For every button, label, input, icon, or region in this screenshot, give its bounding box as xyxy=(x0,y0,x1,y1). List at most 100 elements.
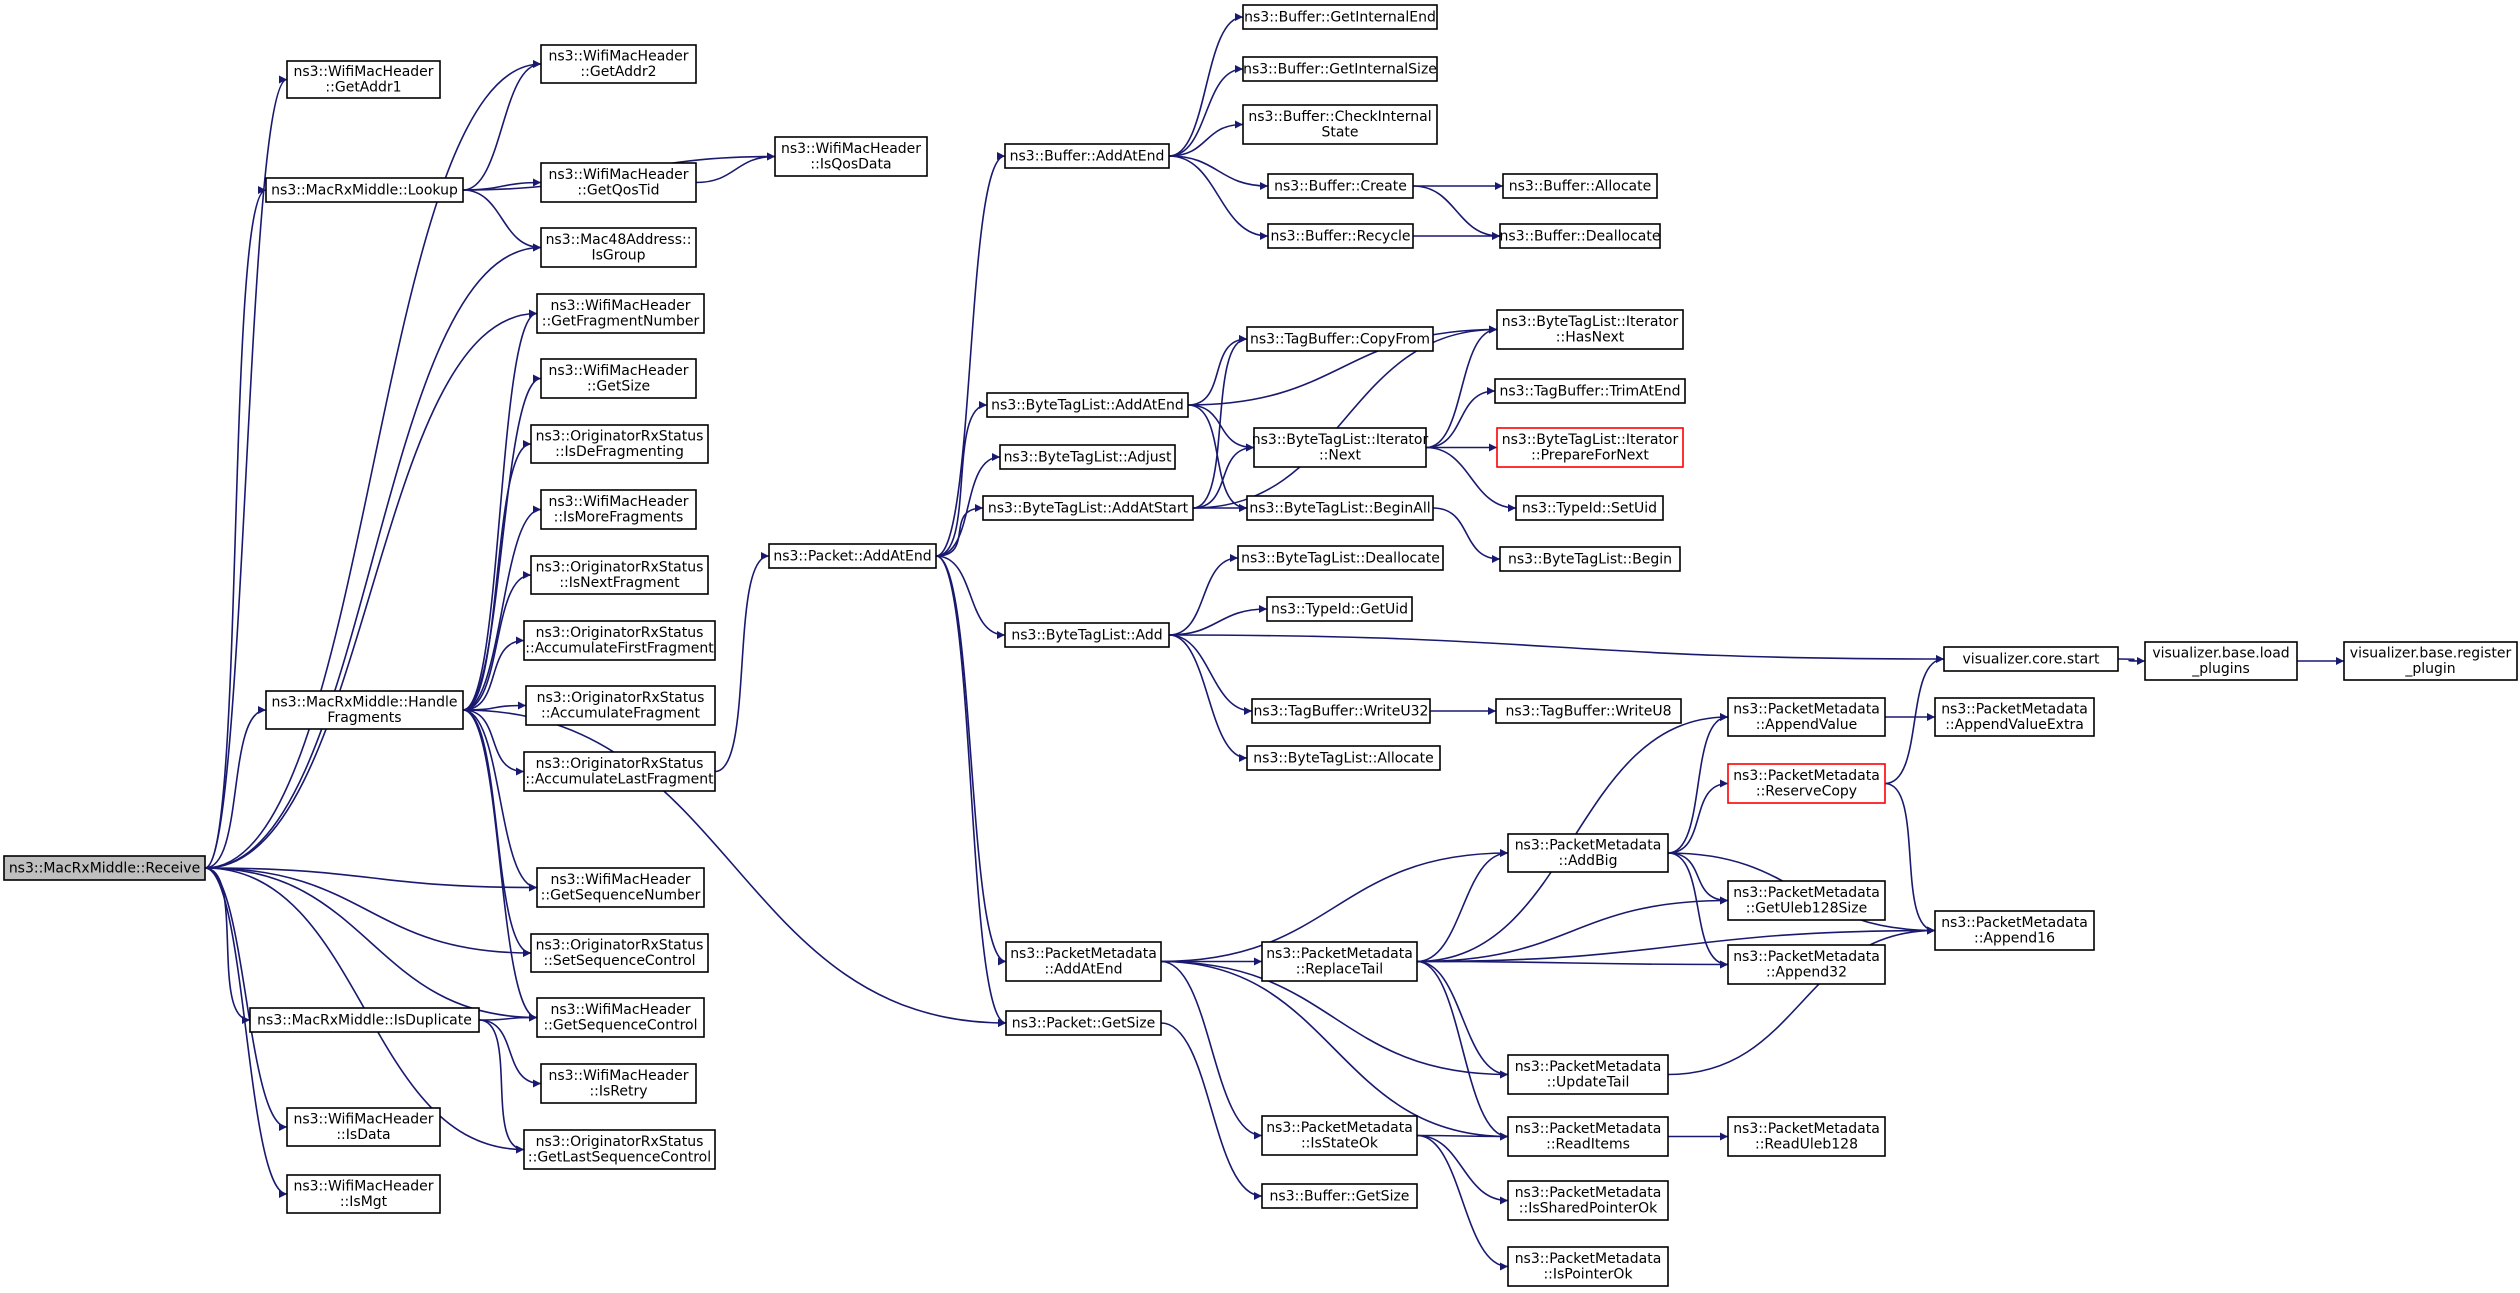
node-btladdatend[interactable]: ns3::ByteTagList::AddAtEnd xyxy=(986,392,1189,418)
node-pmreservecopy[interactable]: ns3::PacketMetadata::ReserveCopy xyxy=(1727,763,1886,804)
node-isqosdata[interactable]: ns3::WifiMacHeader::IsQosData xyxy=(774,136,928,177)
node-box xyxy=(540,489,697,530)
node-pmaddbig[interactable]: ns3::PacketMetadata::AddBig xyxy=(1507,833,1669,873)
node-isdata[interactable]: ns3::WifiMacHeader::IsData xyxy=(286,1107,441,1147)
node-label-line: ns3::OriginatorRxStatus xyxy=(536,560,704,576)
node-tbcopyfrom[interactable]: ns3::TagBuffer::CopyFrom xyxy=(1246,326,1434,352)
node-label-line: ns3::TagBuffer::CopyFrom xyxy=(1250,331,1430,347)
node-pmappend16[interactable]: ns3::PacketMetadata::Append16 xyxy=(1934,910,2095,951)
node-label-line: ::GetAddr1 xyxy=(325,80,401,96)
node-pmreplacetail[interactable]: ns3::PacketMetadata::ReplaceTail xyxy=(1261,941,1418,982)
node-box xyxy=(530,424,709,464)
node-isdefrag[interactable]: ns3::OriginatorRxStatus::IsDeFragmenting xyxy=(530,424,709,464)
node-lookup[interactable]: ns3::MacRxMiddle::Lookup xyxy=(265,177,464,203)
node-pmisstateok[interactable]: ns3::PacketMetadata::IsStateOk xyxy=(1261,1115,1418,1156)
node-box xyxy=(1261,1183,1418,1209)
node-pmappend32[interactable]: ns3::PacketMetadata::Append32 xyxy=(1727,944,1886,985)
node-getaddr1[interactable]: ns3::WifiMacHeader::GetAddr1 xyxy=(286,60,441,99)
node-btladjust[interactable]: ns3::ByteTagList::Adjust xyxy=(999,444,1176,470)
edge-pmaddatend-to-pmisstateok xyxy=(1160,960,1263,1140)
node-vizstart[interactable]: visualizer.core.start xyxy=(1943,646,2119,672)
edge-btladdatend-to-btlithasnext xyxy=(1187,325,1498,406)
edge-pmreplacetail-to-pmreaditems xyxy=(1416,960,1509,1141)
node-vizreg[interactable]: visualizer.base.register_plugin xyxy=(2343,641,2518,681)
node-btladd[interactable]: ns3::ByteTagList::Add xyxy=(1004,622,1170,648)
node-label-line: ns3::PacketMetadata xyxy=(1941,702,2088,718)
node-getqostid[interactable]: ns3::WifiMacHeader::GetQosTid xyxy=(540,162,697,203)
node-getaddr2[interactable]: ns3::WifiMacHeader::GetAddr2 xyxy=(540,44,697,84)
node-pktgetsize[interactable]: ns3::Packet::GetSize xyxy=(1005,1010,1162,1036)
node-label-line: ns3::PacketMetadata xyxy=(1515,1251,1662,1267)
node-bufallocate[interactable]: ns3::Buffer::Allocate xyxy=(1502,173,1658,199)
node-btlitnext[interactable]: ns3::ByteTagList::Iterator::Next xyxy=(1252,427,1429,468)
node-btlbeginall[interactable]: ns3::ByteTagList::BeginAll xyxy=(1246,495,1434,521)
node-isretry[interactable]: ns3::WifiMacHeader::IsRetry xyxy=(540,1063,697,1104)
node-label-line: ::GetFragmentNumber xyxy=(542,314,700,330)
node-box xyxy=(286,1174,441,1214)
node-pmgetuleb[interactable]: ns3::PacketMetadata::GetUleb128Size xyxy=(1727,880,1886,921)
node-setseqctrl[interactable]: ns3::OriginatorRxStatus::SetSequenceCont… xyxy=(530,933,709,973)
node-btlbegin[interactable]: ns3::ByteTagList::Begin xyxy=(1499,546,1681,572)
edge-pktaddatend-to-btladdatstart xyxy=(935,504,984,557)
node-typeidgetuid[interactable]: ns3::TypeId::GetUid xyxy=(1266,596,1413,622)
node-isgroup[interactable]: ns3::Mac48Address::IsGroup xyxy=(540,227,697,268)
edge-pmreplacetail-to-pmaddbig xyxy=(1416,849,1509,963)
node-box xyxy=(1005,941,1162,982)
edge-handlefrag-to-getfragnum xyxy=(462,309,538,711)
node-label-line: ns3::ByteTagList::Iterator xyxy=(1502,432,1679,448)
node-label-line: ::ReadUleb128 xyxy=(1755,1137,1858,1153)
node-acclast[interactable]: ns3::OriginatorRxStatus::AccumulateLastF… xyxy=(523,751,716,792)
node-box xyxy=(1267,223,1414,249)
node-pktaddatend[interactable]: ns3::Packet::AddAtEnd xyxy=(768,543,937,569)
node-tbwriteu8[interactable]: ns3::TagBuffer::WriteU8 xyxy=(1495,698,1682,724)
node-isnextfrag[interactable]: ns3::OriginatorRxStatus::IsNextFragment xyxy=(530,555,709,595)
node-btlitprep[interactable]: ns3::ByteTagList::Iterator::PrepareForNe… xyxy=(1496,427,1684,468)
node-bufcreate[interactable]: ns3::Buffer::Create xyxy=(1267,173,1414,199)
node-getlastseq[interactable]: ns3::OriginatorRxStatus::GetLastSequence… xyxy=(523,1129,716,1170)
node-label-line: ::AppendValueExtra xyxy=(1945,717,2084,733)
edge-btladdatstart-to-btlithasnext xyxy=(1192,325,1498,509)
node-btlithasnext[interactable]: ns3::ByteTagList::Iterator::HasNext xyxy=(1496,309,1684,350)
node-getsize_h[interactable]: ns3::WifiMacHeader::GetSize xyxy=(540,358,697,399)
edge-handlefrag-to-acclast xyxy=(462,709,525,776)
node-pmreaduleb[interactable]: ns3::PacketMetadata::ReadUleb128 xyxy=(1727,1116,1886,1157)
node-btladdatstart[interactable]: ns3::ByteTagList::AddAtStart xyxy=(982,495,1194,521)
node-label-line: ns3::OriginatorRxStatus xyxy=(536,1134,704,1150)
node-bufaddatend[interactable]: ns3::Buffer::AddAtEnd xyxy=(1004,143,1170,169)
node-pmappendvalueextra[interactable]: ns3::PacketMetadata::AppendValueExtra xyxy=(1934,697,2095,737)
node-ismorefrag[interactable]: ns3::WifiMacHeader::IsMoreFragments xyxy=(540,489,697,530)
node-pmreaditems[interactable]: ns3::PacketMetadata::ReadItems xyxy=(1507,1116,1669,1157)
node-btlallocate[interactable]: ns3::ByteTagList::Allocate xyxy=(1246,745,1441,771)
node-label-line: ::AddAtEnd xyxy=(1045,962,1123,978)
node-pmaddatend[interactable]: ns3::PacketMetadata::AddAtEnd xyxy=(1005,941,1162,982)
node-getseqctrl[interactable]: ns3::WifiMacHeader::GetSequenceControl xyxy=(536,997,705,1038)
node-bufgetsize[interactable]: ns3::Buffer::GetSize xyxy=(1261,1183,1418,1209)
node-bufgetintsize[interactable]: ns3::Buffer::GetInternalSize xyxy=(1242,56,1438,82)
node-tbwriteu32[interactable]: ns3::TagBuffer::WriteU32 xyxy=(1251,698,1431,724)
node-isdup[interactable]: ns3::MacRxMiddle::IsDuplicate xyxy=(249,1007,480,1033)
node-label-line: ns3::ByteTagList::AddAtEnd xyxy=(991,397,1184,413)
edge-bufaddatend-to-bufgetintsize xyxy=(1168,65,1244,157)
node-bufrecycle[interactable]: ns3::Buffer::Recycle xyxy=(1267,223,1414,249)
node-pmisptrok[interactable]: ns3::PacketMetadata::IsPointerOk xyxy=(1507,1246,1669,1287)
node-vizload[interactable]: visualizer.base.load_plugins xyxy=(2144,641,2298,681)
node-typeidsetuid[interactable]: ns3::TypeId::SetUid xyxy=(1515,495,1664,521)
node-getfragnum[interactable]: ns3::WifiMacHeader::GetFragmentNumber xyxy=(536,293,705,334)
node-accfirst[interactable]: ns3::OriginatorRxStatus::AccumulateFirst… xyxy=(523,620,716,661)
node-bufdealloc[interactable]: ns3::Buffer::Deallocate xyxy=(1499,223,1661,249)
node-accfrag[interactable]: ns3::OriginatorRxStatus::AccumulateFragm… xyxy=(525,685,716,726)
edge-recv-to-lookup xyxy=(204,186,267,869)
node-box xyxy=(1507,1180,1669,1221)
node-pmappendvalue[interactable]: ns3::PacketMetadata::AppendValue xyxy=(1727,697,1886,737)
node-recv[interactable]: ns3::MacRxMiddle::Receive xyxy=(3,855,206,881)
node-bufgetintend[interactable]: ns3::Buffer::GetInternalEnd xyxy=(1242,4,1438,30)
node-label-line: ::AccumulateFragment xyxy=(541,706,700,722)
node-pmupdatetail[interactable]: ns3::PacketMetadata::UpdateTail xyxy=(1507,1054,1669,1095)
node-tbtrimatend[interactable]: ns3::TagBuffer::TrimAtEnd xyxy=(1494,378,1686,404)
node-pmissharedptr[interactable]: ns3::PacketMetadata::IsSharedPointerOk xyxy=(1507,1180,1669,1221)
node-getseqnum[interactable]: ns3::WifiMacHeader::GetSequenceNumber xyxy=(536,867,705,908)
node-btldealloc[interactable]: ns3::ByteTagList::Deallocate xyxy=(1237,545,1444,571)
node-ismgt[interactable]: ns3::WifiMacHeader::IsMgt xyxy=(286,1174,441,1214)
